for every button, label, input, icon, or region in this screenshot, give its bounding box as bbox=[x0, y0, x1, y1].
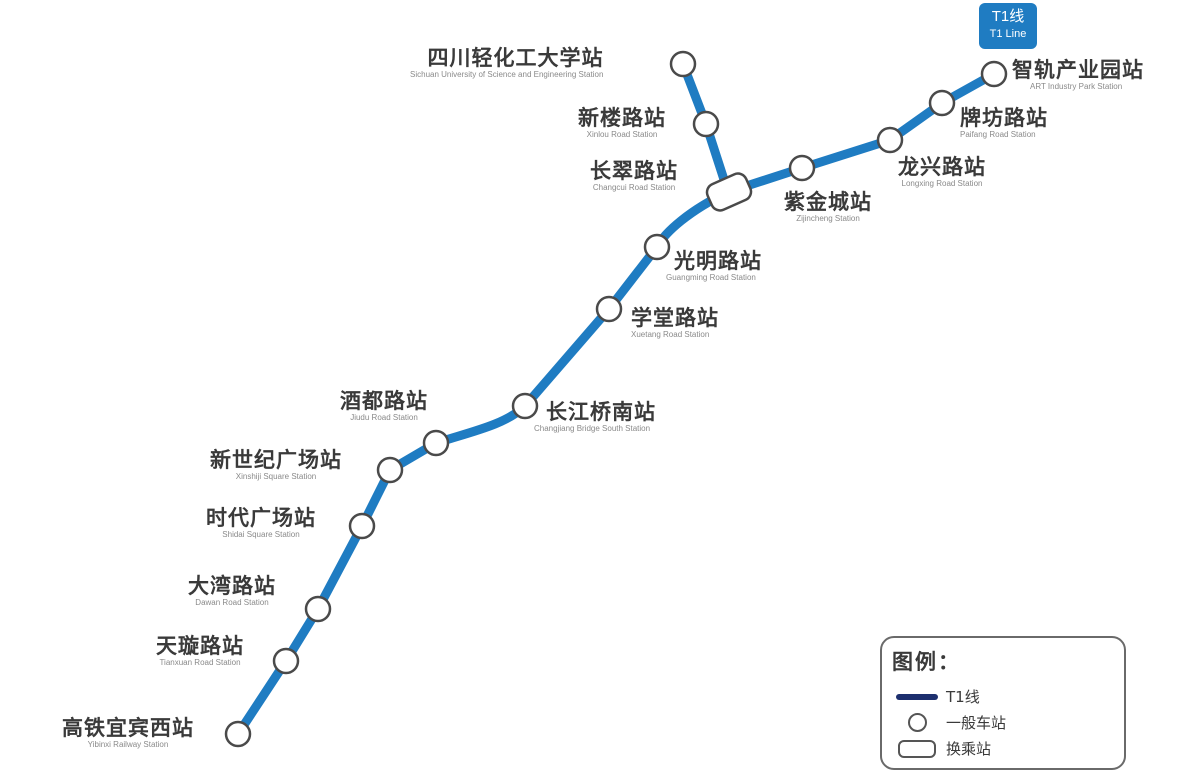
station-label-yibinxi-railway[interactable]: 高铁宜宾西站 Yibinxi Railway Station bbox=[62, 716, 194, 750]
legend-label: 换乘站 bbox=[946, 740, 992, 758]
legend-item-transfer-station: 换乘站 bbox=[882, 738, 1124, 760]
station-name-en: Tianxuan Road Station bbox=[159, 658, 241, 667]
station-label-xuetang-road[interactable]: 学堂路站 Xuetang Road Station bbox=[631, 306, 719, 340]
station-name-en: Paifang Road Station bbox=[960, 130, 1036, 139]
station-label-xinlou-road[interactable]: 新楼路站 Xinlou Road Station bbox=[578, 106, 666, 140]
station-label-changcui-road[interactable]: 长翠路站 Changcui Road Station bbox=[590, 159, 678, 193]
station-label-jiudu-road[interactable]: 酒都路站 Jiudu Road Station bbox=[340, 389, 428, 423]
station-name-cn: 长翠路站 bbox=[590, 159, 678, 183]
line-swatch-icon bbox=[896, 694, 938, 700]
station-name-en: Longxing Road Station bbox=[901, 179, 983, 188]
legend-item-line: T1线 bbox=[882, 686, 1124, 708]
station-name-cn: 光明路站 bbox=[674, 249, 762, 273]
station-name-cn: 长江桥南站 bbox=[546, 400, 656, 424]
station-name-en: Jiudu Road Station bbox=[350, 413, 418, 422]
station-name-cn: 紫金城站 bbox=[784, 190, 872, 214]
station-name-en: Yibinxi Railway Station bbox=[87, 740, 169, 749]
station-marker-yibinxi-railway[interactable] bbox=[224, 720, 252, 748]
station-marker-paifang-road[interactable] bbox=[928, 89, 956, 117]
station-name-en: Zijincheng Station bbox=[796, 214, 860, 223]
station-marker-dawan-road[interactable] bbox=[304, 595, 332, 623]
station-marker-jiudu-road[interactable] bbox=[422, 429, 450, 457]
station-label-changjiang-bridge-south[interactable]: 长江桥南站 Changjiang Bridge South Station bbox=[534, 400, 656, 434]
station-name-en: ART Industry Park Station bbox=[1030, 82, 1123, 91]
station-marker-longxing-road[interactable] bbox=[876, 126, 904, 154]
station-name-en: Xuetang Road Station bbox=[631, 330, 710, 339]
circle-station-icon bbox=[908, 713, 927, 732]
station-name-en: Sichuan University of Science and Engine… bbox=[410, 70, 604, 79]
station-name-cn: 龙兴路站 bbox=[898, 155, 986, 179]
station-label-paifang-road[interactable]: 牌坊路站 Paifang Road Station bbox=[960, 106, 1048, 140]
station-label-art-industry-park[interactable]: 智轨产业园站 ART Industry Park Station bbox=[1012, 58, 1144, 92]
station-label-shidai-square[interactable]: 时代广场站 Shidai Square Station bbox=[206, 506, 316, 540]
station-marker-art-industry-park[interactable] bbox=[980, 60, 1008, 88]
map-legend: 图例： T1线 一般车站 换乘站 bbox=[880, 636, 1126, 770]
transfer-station-icon bbox=[898, 740, 936, 758]
station-marker-xinshiji-square[interactable] bbox=[376, 456, 404, 484]
station-name-en: Xinshiji Square Station bbox=[235, 472, 317, 481]
station-label-tianxuan-road[interactable]: 天璇路站 Tianxuan Road Station bbox=[156, 634, 244, 668]
station-name-cn: 酒都路站 bbox=[340, 389, 428, 413]
legend-label: T1线 bbox=[946, 688, 980, 706]
station-marker-guangming-road[interactable] bbox=[643, 233, 671, 261]
station-marker-changcui-road-transfer[interactable] bbox=[704, 171, 754, 214]
station-name-cn: 高铁宜宾西站 bbox=[62, 716, 194, 740]
station-marker-xinlou-road[interactable] bbox=[692, 110, 720, 138]
station-marker-changjiang-bridge-south[interactable] bbox=[511, 392, 539, 420]
station-name-en: Dawan Road Station bbox=[195, 598, 269, 607]
station-label-suse[interactable]: 四川轻化工大学站 Sichuan University of Science a… bbox=[410, 46, 603, 80]
legend-item-normal-station: 一般车站 bbox=[882, 712, 1124, 734]
legend-title: 图例： bbox=[892, 650, 961, 674]
station-marker-zijincheng[interactable] bbox=[788, 154, 816, 182]
station-name-cn: 学堂路站 bbox=[631, 306, 719, 330]
line-badge-en: T1 Line bbox=[989, 28, 1027, 40]
station-label-zijincheng[interactable]: 紫金城站 Zijincheng Station bbox=[784, 190, 872, 224]
legend-label: 一般车站 bbox=[946, 714, 1007, 732]
line-badge: T1线 T1 Line bbox=[979, 3, 1037, 49]
station-name-cn: 牌坊路站 bbox=[960, 106, 1048, 130]
route-map bbox=[224, 50, 1008, 748]
line-badge-cn: T1线 bbox=[991, 8, 1025, 25]
station-name-cn: 时代广场站 bbox=[206, 506, 316, 530]
station-name-cn: 新楼路站 bbox=[578, 106, 666, 130]
station-name-en: Changcui Road Station bbox=[592, 183, 676, 192]
station-name-cn: 新世纪广场站 bbox=[210, 448, 342, 472]
station-name-cn: 智轨产业园站 bbox=[1012, 58, 1144, 82]
station-name-en: Changjiang Bridge South Station bbox=[534, 424, 651, 433]
station-label-dawan-road[interactable]: 大湾路站 Dawan Road Station bbox=[188, 574, 276, 608]
station-name-en: Guangming Road Station bbox=[666, 273, 756, 282]
station-label-guangming-road[interactable]: 光明路站 Guangming Road Station bbox=[666, 249, 762, 283]
station-name-cn: 天璇路站 bbox=[156, 634, 244, 658]
station-marker-suse[interactable] bbox=[669, 50, 697, 78]
station-label-longxing-road[interactable]: 龙兴路站 Longxing Road Station bbox=[898, 155, 986, 189]
station-marker-xuetang-road[interactable] bbox=[595, 295, 623, 323]
station-marker-tianxuan-road[interactable] bbox=[272, 647, 300, 675]
station-name-cn: 四川轻化工大学站 bbox=[427, 46, 604, 70]
station-name-en: Xinlou Road Station bbox=[586, 130, 658, 139]
station-name-cn: 大湾路站 bbox=[188, 574, 276, 598]
station-marker-shidai-square[interactable] bbox=[348, 512, 376, 540]
station-name-en: Shidai Square Station bbox=[222, 530, 300, 539]
station-label-xinshiji-square[interactable]: 新世纪广场站 Xinshiji Square Station bbox=[210, 448, 342, 482]
